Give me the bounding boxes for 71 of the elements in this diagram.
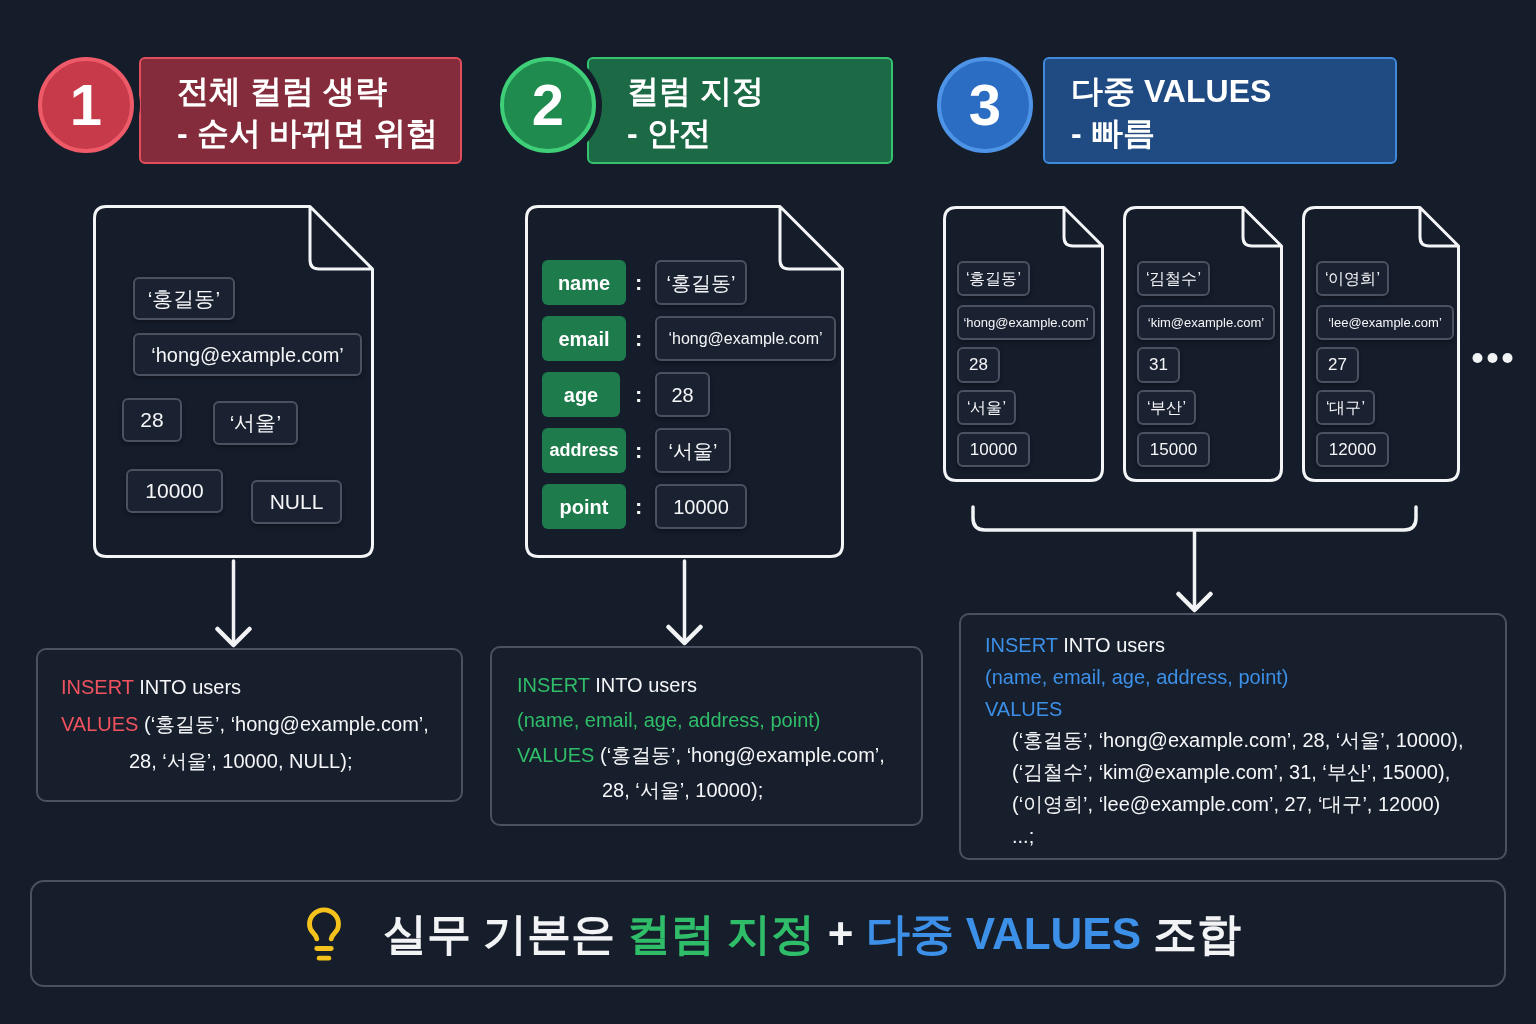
field-name-chip: age (542, 372, 620, 417)
value-chip: 27 (1316, 347, 1359, 383)
header-title: 전체 컬럼 생략 (177, 72, 387, 111)
value-chip: 10000 (957, 432, 1030, 467)
code-line: (name, email, age, address, point) (517, 708, 821, 733)
key-value-separator: : (635, 437, 643, 465)
value-chip: NULL (251, 480, 342, 524)
value-chip: ‘김철수’ (1137, 261, 1210, 296)
value-chip: ‘서울’ (957, 390, 1016, 425)
field-name-chip: email (542, 316, 626, 361)
code-line: INSERT INTO users (517, 673, 698, 698)
value-chip: 10000 (655, 484, 747, 529)
value-chip: 31 (1137, 347, 1180, 383)
code-line: INSERT INTO users (61, 675, 242, 700)
value-chip: ‘부산’ (1137, 390, 1196, 425)
value-chip: ‘hong@example.com’ (133, 333, 362, 376)
value-chip: ‘홍길동’ (957, 261, 1030, 296)
code-line: VALUES (‘홍걸동’, ‘hong@example.com’, 28, ‘서울’, 10000); (517, 743, 886, 803)
value-chip: 10000 (126, 469, 223, 513)
value-chip: ‘hong@example.com’ (655, 316, 836, 361)
field-name-chip: point (542, 484, 626, 529)
arrow (215, 559, 252, 648)
value-chip: ‘대구’ (1316, 390, 1375, 425)
step-header-panel (139, 57, 462, 164)
field-name-chip: name (542, 260, 626, 305)
header-subtitle: - 안전 (627, 114, 711, 153)
code-line: (name, email, age, address, point) (985, 664, 1289, 690)
code-panel (490, 646, 923, 826)
document-shape (93, 205, 374, 558)
value-chip: ‘kim@example.com’ (1137, 305, 1275, 340)
value-chip: 12000 (1316, 432, 1389, 467)
tip-banner (30, 880, 1506, 987)
step-header-panel (1043, 57, 1397, 164)
key-value-separator: : (635, 325, 643, 353)
key-value-separator: : (635, 269, 643, 297)
header-subtitle: - 빠름 (1071, 114, 1155, 153)
code-line: VALUES (‘홍길동’, ‘hong@example.com’, 28, ‘서울’, 10000, NULL); (61, 712, 430, 774)
header-title: 다중 VALUES (1071, 72, 1272, 111)
code-line: VALUES (985, 696, 1063, 722)
tip-text: 실무 기본은 컬럼 지정 + 다중 VALUES 조합 (382, 907, 1242, 960)
bracket (971, 505, 1418, 532)
value-chip: ‘서울’ (213, 401, 298, 445)
document-shape (1123, 206, 1283, 482)
arrow (666, 559, 703, 646)
code-panel (959, 613, 1507, 860)
code-panel (36, 648, 463, 802)
value-chip: 15000 (1137, 432, 1210, 467)
key-value-separator: : (635, 493, 643, 521)
value-chip: ‘이영희’ (1316, 261, 1389, 296)
value-chip: ‘lee@example.com’ (1316, 305, 1454, 340)
document-shape (525, 205, 844, 558)
code-line: (‘홍걸동’, ‘hong@example.com’, 28, ‘서울’, 10000), (1011, 728, 1464, 754)
field-name-chip: address (542, 428, 626, 473)
key-value-separator: : (635, 381, 643, 409)
value-chip: ‘hong@example.com’ (957, 305, 1095, 340)
value-chip: 28 (957, 347, 1000, 383)
code-line: INSERT INTO users (985, 633, 1166, 658)
value-chip: ‘서울’ (655, 428, 731, 473)
code-line: (‘김철수’, ‘kim@example.com’, 31, ‘부산’, 15000), (1011, 760, 1451, 786)
document-shape (1302, 206, 1460, 482)
code-line: ...; (1011, 823, 1035, 849)
value-chip: ‘홍길동’ (133, 277, 235, 320)
arrow (1176, 530, 1213, 613)
code-line: (‘이영희’, ‘lee@example.com’, 27, ‘대구’, 12000) (1011, 792, 1441, 817)
value-chip: 28 (655, 372, 710, 417)
value-chip: 28 (122, 398, 182, 442)
step-header-panel (587, 57, 893, 164)
value-chip: ‘홍길동’ (655, 260, 747, 305)
document-shape (943, 206, 1104, 482)
header-subtitle: - 순서 바뀌면 위험 (177, 114, 439, 153)
header-title: 컬럼 지정 (627, 72, 764, 111)
